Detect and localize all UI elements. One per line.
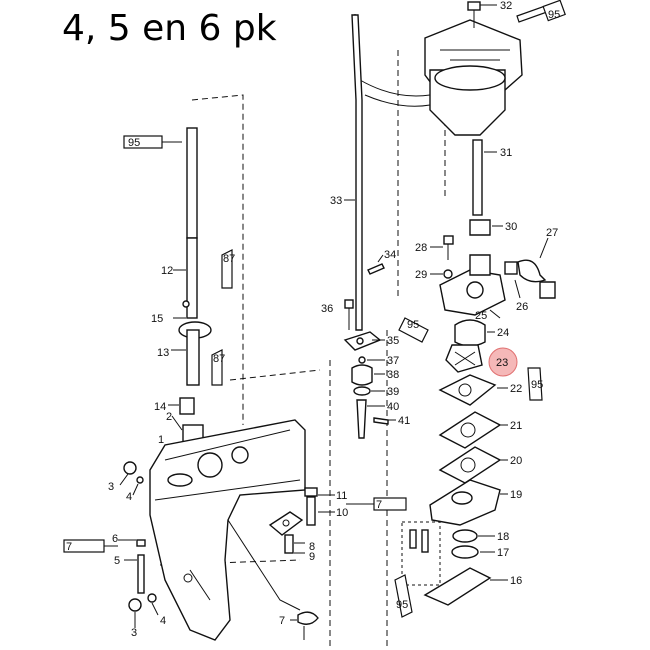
- tube-95-upper-left: 95: [123, 135, 182, 149]
- part-label-4: 4: [126, 491, 132, 503]
- water-pump-stack: [401, 219, 556, 606]
- part-label-25: 25: [475, 310, 487, 322]
- gearcase: [149, 419, 306, 641]
- part-label-36: 36: [321, 303, 333, 315]
- part-label-4: 4: [160, 615, 166, 627]
- part-label-23: 23: [496, 357, 508, 369]
- part-label-16: 16: [510, 575, 522, 587]
- part-label-35: 35: [387, 335, 399, 347]
- part-label-14: 14: [154, 401, 166, 413]
- tube-label: 7: [66, 541, 72, 553]
- part-label-20: 20: [510, 455, 522, 467]
- tube-label: 95: [531, 379, 543, 391]
- part-label-24: 24: [497, 327, 509, 339]
- rod-components: [343, 299, 396, 439]
- part-33-rod: [344, 14, 363, 331]
- tube-87-upper: 87: [221, 249, 235, 289]
- tube-95-pump-right: 95: [527, 367, 543, 401]
- part-label-11: 11: [336, 490, 347, 502]
- center-fasteners: [268, 487, 335, 554]
- part-label-12: 12: [161, 265, 173, 277]
- tube-label: 95: [407, 319, 419, 331]
- part-label-10: 10: [336, 507, 348, 519]
- part-label-1: 1: [158, 434, 164, 446]
- part-label-17: 17: [497, 547, 509, 559]
- part-label-32: 32: [500, 0, 512, 12]
- tube-87-lower: 87: [211, 349, 225, 386]
- tube-7-left: 7: [63, 539, 118, 553]
- tube-label: 95: [396, 599, 408, 611]
- tube-label: 95: [548, 9, 560, 21]
- part-label-7: 7: [279, 615, 285, 627]
- part-label-27: 27: [546, 227, 558, 239]
- part-label-26: 26: [516, 301, 528, 313]
- part-label-22: 22: [510, 383, 522, 395]
- part-label-34: 34: [384, 249, 396, 261]
- tube-95-bottom: 95: [394, 574, 413, 618]
- drive-shaft-assembly: [168, 127, 212, 446]
- part-label-5: 5: [114, 555, 120, 567]
- part-label-38: 38: [387, 369, 399, 381]
- part-label-28: 28: [415, 242, 427, 254]
- part-labels: 1 2 3 3 4 4 5 6 7 8 9 10 11 12 13 14 15 …: [108, 0, 558, 639]
- part-label-6: 6: [112, 533, 118, 545]
- highlight-part-23: [488, 347, 518, 377]
- part-label-2: 2: [166, 411, 172, 423]
- part-label-33: 33: [330, 195, 342, 207]
- part-31-shaft: [472, 139, 497, 216]
- tube-7-middle: 7: [346, 497, 407, 511]
- tube-label: 87: [223, 253, 235, 265]
- alignment-lines: [159, 10, 446, 650]
- part-label-37: 37: [387, 355, 399, 367]
- part-label-8: 8: [309, 541, 315, 553]
- tube-95-top: 95: [516, 0, 566, 23]
- part-label-41: 41: [398, 415, 410, 427]
- part-label-18: 18: [497, 531, 509, 543]
- part-label-19: 19: [510, 489, 522, 501]
- part-label-31: 31: [500, 147, 512, 159]
- part-34-pin: [367, 254, 385, 275]
- tube-label: 7: [376, 499, 382, 511]
- tube-label: 95: [128, 137, 140, 149]
- part-label-3: 3: [108, 481, 114, 493]
- part-label-15: 15: [151, 313, 163, 325]
- part-label-9: 9: [309, 551, 315, 563]
- diagram-title: 4, 5 en 6 pk: [62, 8, 277, 49]
- gearcase-fasteners: [118, 461, 319, 628]
- part-label-13: 13: [157, 347, 169, 359]
- tube-label: 87: [213, 353, 225, 365]
- tube-95-pump-left: 95: [398, 317, 429, 343]
- part-label-21: 21: [510, 420, 522, 432]
- powerhead-housing: [359, 19, 523, 136]
- part-label-40: 40: [387, 401, 399, 413]
- part-label-29: 29: [415, 269, 427, 281]
- part-label-39: 39: [387, 386, 399, 398]
- part-label-30: 30: [505, 221, 517, 233]
- part-32-bolt: [467, 1, 497, 28]
- part-label-3: 3: [131, 627, 137, 639]
